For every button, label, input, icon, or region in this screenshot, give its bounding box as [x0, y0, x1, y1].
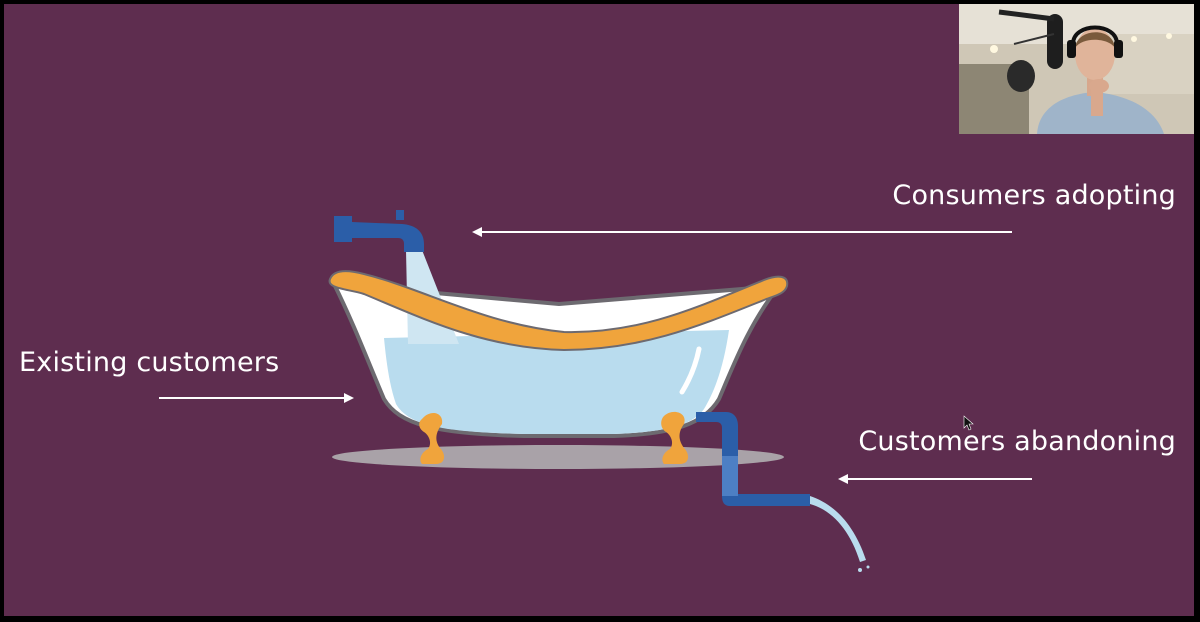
drain-droplet: [858, 568, 862, 572]
tub-shadow: [332, 445, 784, 469]
tub-rim: [328, 270, 789, 352]
drain-pipe-light: [722, 456, 738, 496]
presentation-slide: Consumers adopting Existing customers Cu…: [4, 4, 1194, 616]
webcam-image: [959, 4, 1194, 134]
tub-foot-right: [661, 411, 689, 464]
arrow-customers-abandoning: [838, 474, 1032, 484]
bathtub-diagram: [159, 210, 1032, 572]
mouse-cursor-icon: [963, 415, 974, 431]
tub-water: [384, 330, 729, 434]
drain-droplet: [866, 565, 870, 569]
arrow-existing-customers: [159, 393, 354, 403]
arrow-consumers-adopting: [472, 227, 1012, 237]
water-highlight: [679, 346, 702, 395]
label-consumers-adopting: Consumers adopting: [892, 180, 1176, 211]
faucet: [334, 216, 424, 252]
label-existing-customers: Existing customers: [19, 347, 280, 378]
webcam-feed[interactable]: [959, 4, 1194, 134]
tub-foot-left: [419, 412, 445, 464]
drain-stream: [810, 496, 866, 562]
label-customers-abandoning: Customers abandoning: [858, 426, 1176, 457]
faucet-handle: [396, 210, 404, 220]
